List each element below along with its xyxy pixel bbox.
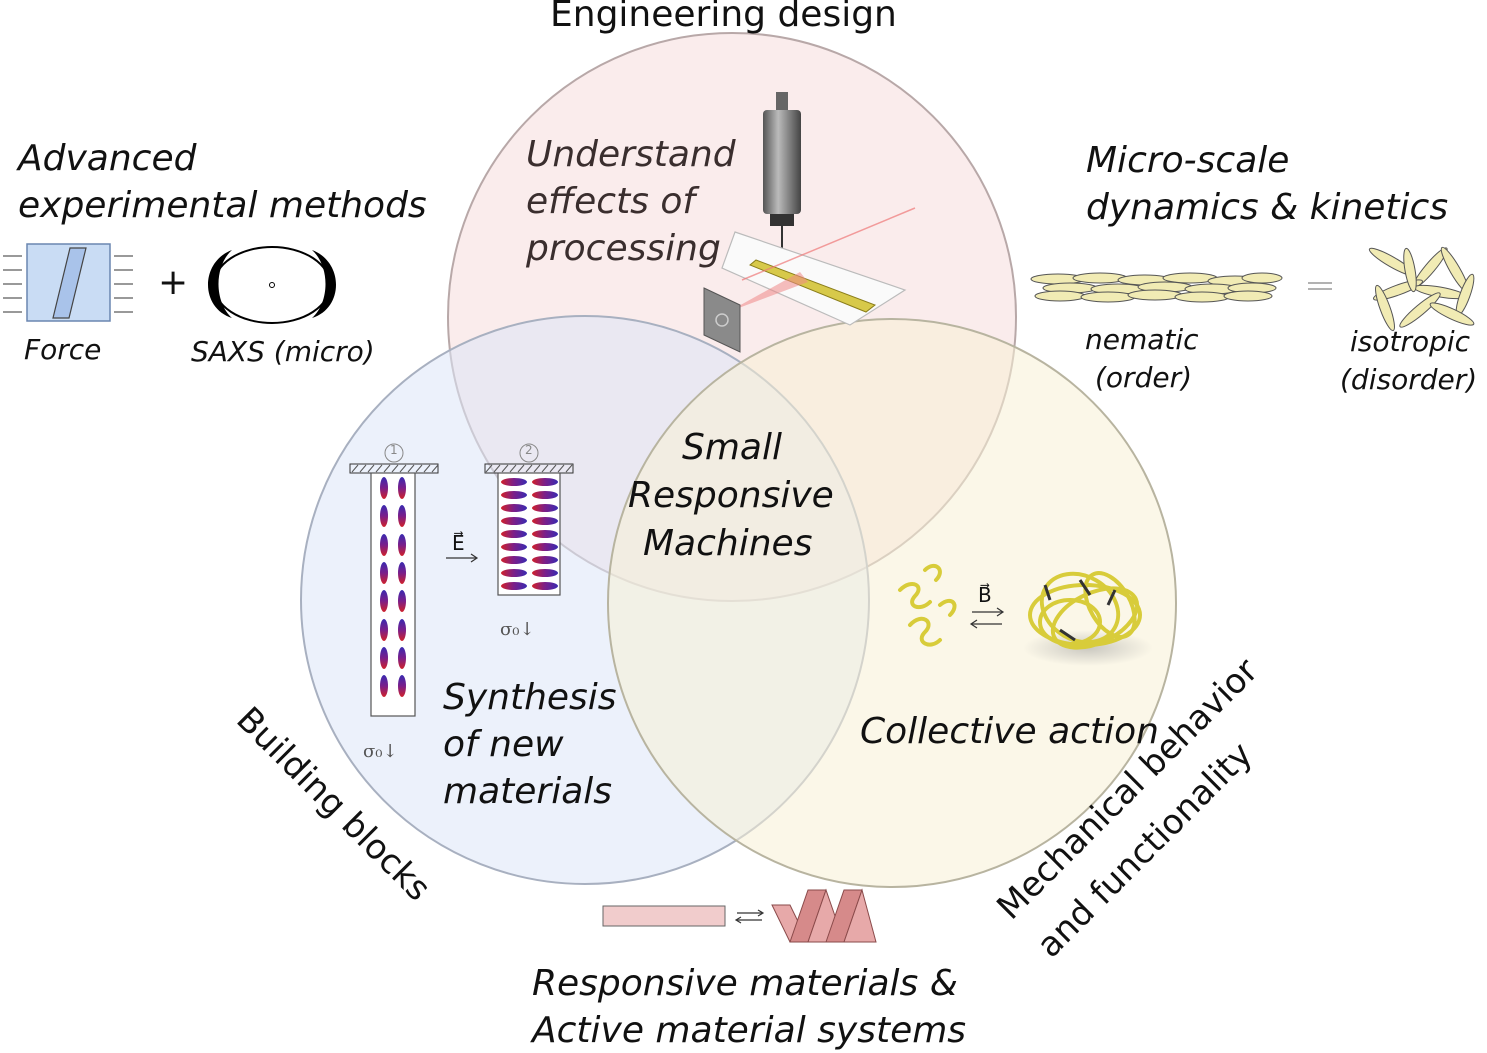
- left-circle-text-3: materials: [443, 771, 613, 812]
- top-circle-text-3: processing: [526, 228, 721, 269]
- column-1-icon: [349, 443, 439, 717]
- force-label: Force: [24, 333, 102, 366]
- isotropic-label-2: (disorder): [1340, 363, 1478, 396]
- isotropic-fibers-icon: [1368, 246, 1475, 332]
- column-number-2: 2: [525, 443, 533, 457]
- advanced-methods-1: Advanced: [18, 138, 197, 179]
- nematic-fibers-icon: [1030, 272, 1283, 303]
- center-text-3: Machines: [643, 523, 813, 564]
- plus-sign: +: [158, 262, 189, 303]
- top-circle-text-1: Understand: [526, 134, 736, 175]
- field-arrow-e-icon: [446, 553, 479, 563]
- right-circle: [607, 318, 1177, 888]
- field-arrow-b-icon: [969, 607, 1005, 629]
- flat-strip-icon: [602, 905, 726, 927]
- column-2-icon: [484, 443, 574, 596]
- equilibrium-arrow-icon: [1308, 282, 1332, 290]
- column-number-1: 1: [390, 443, 398, 457]
- microscale-2: dynamics & kinetics: [1086, 187, 1449, 228]
- saxs-label: SAXS (micro): [191, 335, 375, 368]
- center-text-1: Small: [682, 427, 782, 468]
- twisted-strip-icon: [771, 888, 877, 943]
- center-text-2: Responsive: [628, 475, 834, 516]
- field-b-symbol: B⃗: [978, 583, 992, 607]
- field-e-symbol: E⃗: [452, 531, 465, 555]
- helices-icon: [898, 563, 957, 647]
- responsive-label-2: Active material systems: [532, 1010, 967, 1051]
- top-circle-text-2: effects of: [526, 181, 696, 222]
- title-engineering-design: Engineering design: [550, 0, 897, 35]
- right-circle-text: Collective action: [860, 711, 1159, 752]
- left-circle-text-1: Synthesis: [443, 677, 617, 718]
- advanced-methods-2: experimental methods: [18, 185, 427, 226]
- force-sample-icon: [3, 243, 133, 322]
- responsive-label-1: Responsive materials &: [532, 963, 958, 1004]
- isotropic-label-1: isotropic: [1350, 325, 1471, 358]
- left-circle-text-2: of new: [443, 724, 564, 765]
- tangled-cluster-icon: [1023, 571, 1153, 666]
- strip-arrow-icon: [734, 909, 765, 924]
- saxs-pattern-icon: [208, 246, 336, 324]
- printing-setup-icon: [703, 92, 916, 353]
- nematic-label-1: nematic: [1085, 323, 1199, 356]
- stress-symbol-1: σ₀↓: [363, 741, 398, 762]
- nematic-label-2: (order): [1095, 361, 1193, 394]
- microscale-1: Micro-scale: [1086, 140, 1290, 181]
- stress-symbol-2: σ₀↓: [500, 619, 535, 640]
